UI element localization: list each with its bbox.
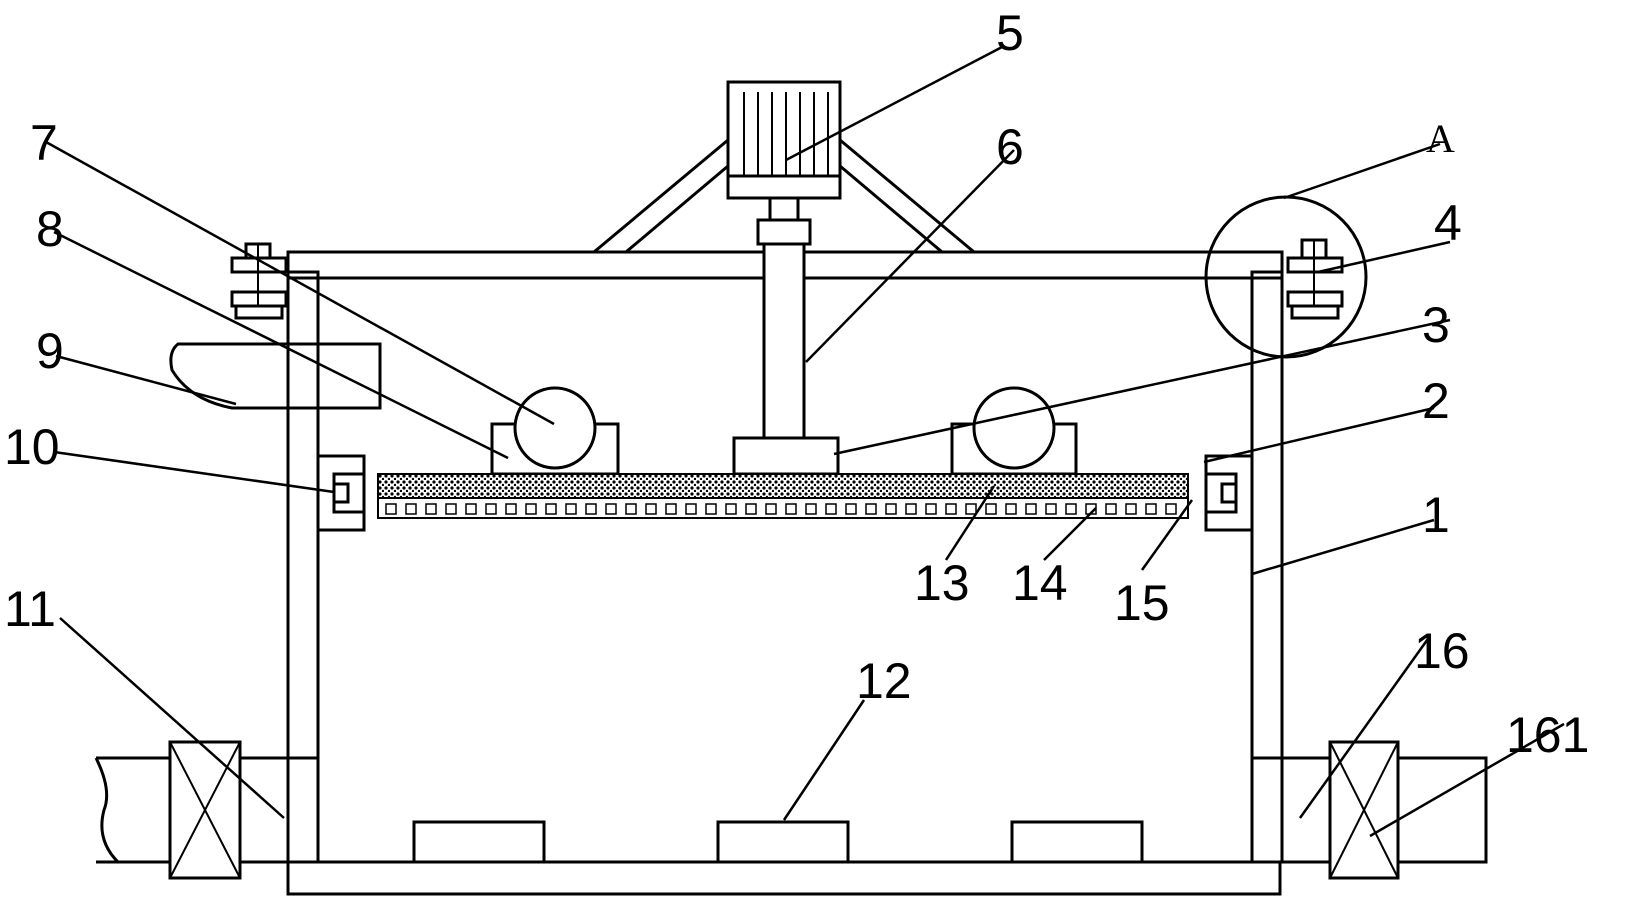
backing-plate — [377, 497, 1189, 519]
comb-tooth — [965, 503, 977, 515]
label-8: 8 — [36, 201, 64, 257]
base-plate — [286, 860, 1282, 896]
comb-tooth — [905, 503, 917, 515]
comb-tooth — [1025, 503, 1037, 515]
label-14: 14 — [1012, 555, 1068, 611]
right-roller — [950, 386, 1078, 476]
comb-tooth — [445, 503, 457, 515]
bottom-block-center — [716, 820, 850, 864]
comb-tooth — [1145, 503, 1157, 515]
right-bolt-assembly — [1286, 238, 1344, 320]
feed-hopper — [169, 342, 382, 410]
comb-tooth — [825, 503, 837, 515]
comb-tooth — [725, 503, 737, 515]
comb-tooth — [405, 503, 417, 515]
comb-tooth — [1125, 503, 1137, 515]
drive-shaft — [732, 196, 840, 476]
label-3: 3 — [1422, 297, 1450, 353]
comb-tooth — [885, 503, 897, 515]
motor-bracket — [593, 138, 975, 254]
label-15: 15 — [1114, 575, 1170, 631]
comb-tooth — [945, 503, 957, 515]
label-9: 9 — [36, 323, 64, 379]
comb-tooth — [685, 503, 697, 515]
comb-tooth — [705, 503, 717, 515]
comb-teeth — [385, 503, 1177, 515]
comb-tooth — [785, 503, 797, 515]
leader-lines — [45, 44, 1565, 838]
label-2: 2 — [1422, 373, 1450, 429]
comb-tooth — [985, 503, 997, 515]
right-pipe — [1250, 740, 1488, 880]
right-clip — [1204, 454, 1254, 532]
comb-tooth — [665, 503, 677, 515]
comb-tooth — [1045, 503, 1057, 515]
comb-tooth — [765, 503, 777, 515]
label-5: 5 — [996, 5, 1024, 61]
label-10: 10 — [4, 419, 60, 475]
bottom-block-left — [412, 820, 546, 864]
comb-tooth — [505, 503, 517, 515]
comb-tooth — [925, 503, 937, 515]
comb-tooth — [1005, 503, 1017, 515]
comb-tooth — [1165, 503, 1177, 515]
comb-tooth — [525, 503, 537, 515]
left-pipe — [94, 740, 320, 880]
comb-tooth — [845, 503, 857, 515]
abrasive-layer — [377, 473, 1189, 499]
left-bolt-assembly — [230, 242, 288, 320]
label-161: 161 — [1506, 707, 1589, 763]
left-clip — [316, 454, 366, 532]
comb-tooth — [745, 503, 757, 515]
label-1: 1 — [1422, 487, 1450, 543]
comb-tooth — [565, 503, 577, 515]
comb-tooth — [805, 503, 817, 515]
comb-tooth — [385, 503, 397, 515]
label-13: 13 — [914, 555, 970, 611]
comb-tooth — [645, 503, 657, 515]
comb-tooth — [1105, 503, 1117, 515]
comb-tooth — [425, 503, 437, 515]
comb-tooth — [465, 503, 477, 515]
label-6: 6 — [996, 119, 1024, 175]
comb-tooth — [605, 503, 617, 515]
label-a: A — [1426, 116, 1455, 161]
comb-tooth — [1065, 503, 1077, 515]
label-7: 7 — [30, 115, 58, 171]
comb-tooth — [485, 503, 497, 515]
label-11: 11 — [4, 581, 56, 637]
label-12: 12 — [856, 653, 912, 709]
label-4: 4 — [1434, 195, 1462, 251]
comb-tooth — [865, 503, 877, 515]
left-roller — [490, 386, 620, 476]
bottom-block-right — [1010, 820, 1144, 864]
label-16: 16 — [1414, 623, 1470, 679]
comb-tooth — [625, 503, 637, 515]
comb-tooth — [545, 503, 557, 515]
comb-tooth — [585, 503, 597, 515]
